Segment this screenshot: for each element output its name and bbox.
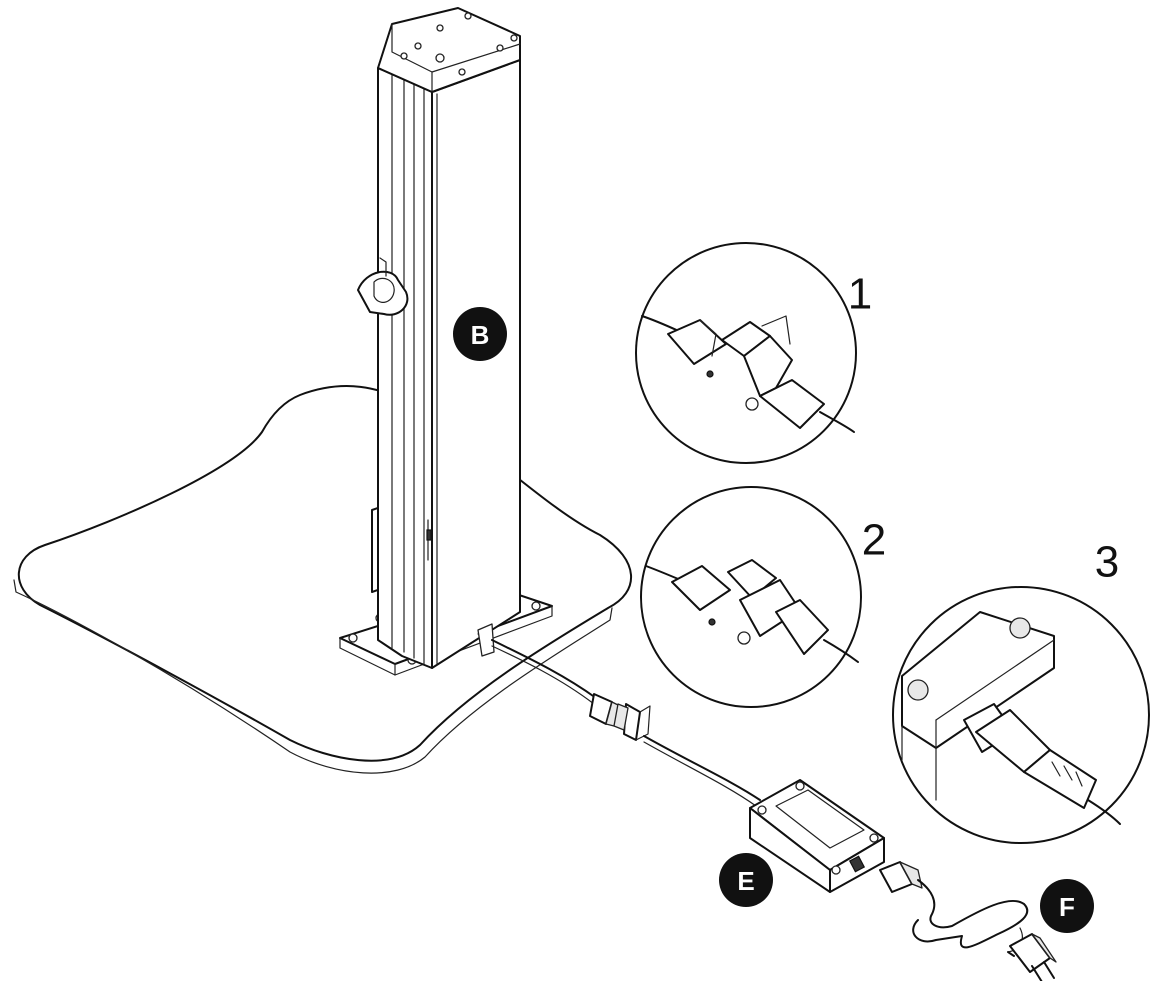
power-cord (879, 861, 1029, 957)
detail-2-connector-joined (640, 486, 862, 708)
cable-clip (357, 257, 409, 316)
callout-badge-f: F (1040, 879, 1094, 933)
callout-label-b: B (471, 320, 490, 350)
step-number-1: 1 (848, 270, 872, 319)
step-number-3: 3 (1095, 538, 1119, 587)
callout-label-e: E (737, 866, 754, 896)
power-adapter (749, 779, 885, 893)
callout-badge-b: B (453, 307, 507, 361)
column-cable (477, 623, 597, 705)
base-plate (13, 385, 633, 774)
inline-connector (589, 693, 651, 741)
callout-badge-e: E (719, 853, 773, 907)
detail-3-adapter-power-socket (892, 586, 1150, 844)
callout-label-f: F (1059, 892, 1075, 922)
adapter-cable (643, 735, 761, 807)
detail-1-connector-clip (635, 242, 857, 464)
step-number-2: 2 (862, 516, 886, 565)
wall-plug (1009, 933, 1057, 981)
lifting-column (357, 7, 521, 669)
